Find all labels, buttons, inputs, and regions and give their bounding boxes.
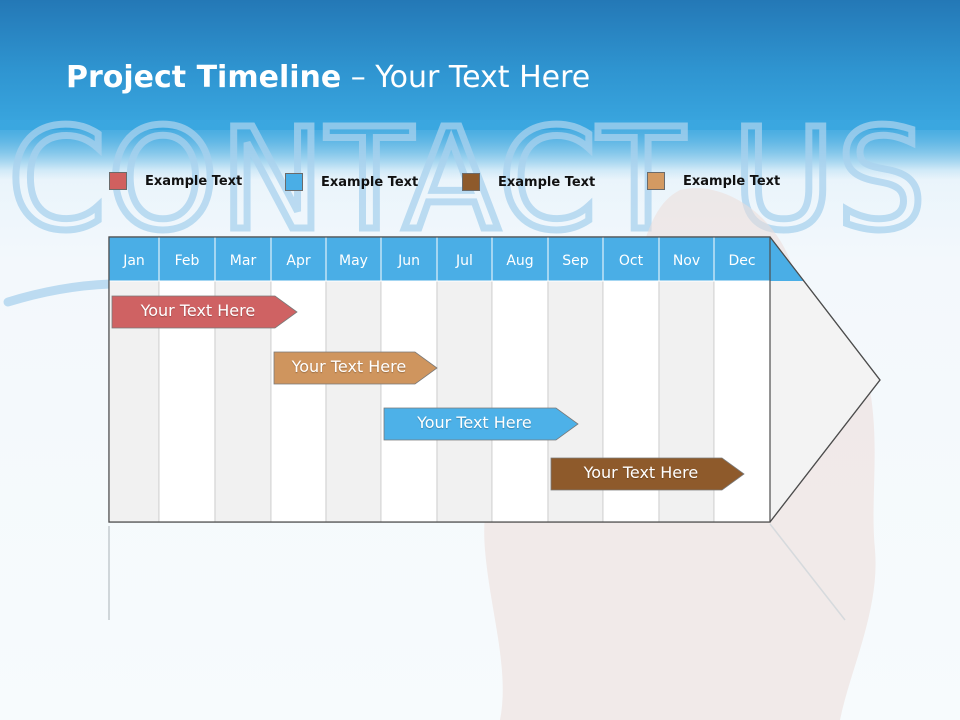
legend-label-2: Example Text [321, 174, 419, 190]
task-label-2: Your Text Here [291, 357, 407, 376]
legend-item-4: Example Text [647, 170, 780, 192]
task-bar-1 [111, 295, 298, 329]
month-header-cell-may [325, 236, 382, 282]
month-column-jul [436, 280, 493, 523]
month-label-apr: Apr [286, 253, 310, 269]
task-bar-4 [550, 457, 745, 491]
reflection-diagonal [769, 523, 846, 621]
legend-swatch-1 [109, 172, 127, 190]
month-label-oct: Oct [619, 253, 644, 269]
legend-swatch-3 [462, 173, 480, 191]
page-title: Project Timeline – Your Text Here [66, 60, 590, 95]
legend-label-4: Example Text [683, 173, 781, 189]
month-header-cell-apr [270, 236, 327, 282]
month-header-cell-dec [713, 236, 771, 282]
header-band [0, 0, 960, 130]
month-label-feb: Feb [175, 253, 200, 269]
task-label-4: Your Text Here [583, 463, 699, 482]
legend-label-3: Example Text [498, 174, 596, 190]
legend-item-1: Example Text [109, 170, 242, 192]
month-header-cell-sep [547, 236, 604, 282]
month-header-cell-nov [658, 236, 715, 282]
title-rest: – Your Text Here [341, 60, 591, 95]
month-label-mar: Mar [230, 253, 257, 269]
month-column-aug [491, 280, 549, 523]
legend-swatch-4 [647, 172, 665, 190]
legend-item-2: Example Text [285, 171, 418, 193]
month-label-jul: Jul [455, 253, 473, 269]
legend-item-3: Example Text [462, 171, 595, 193]
month-header-cell-jul [436, 236, 493, 282]
month-label-sep: Sep [562, 253, 589, 269]
month-header-cell-aug [491, 236, 549, 282]
task-bar-3 [383, 407, 579, 441]
month-label-jan: Jan [122, 253, 145, 269]
month-header-cell-jun [380, 236, 438, 282]
task-label-3: Your Text Here [417, 413, 532, 432]
legend-swatch-2 [285, 173, 303, 191]
month-label-may: May [339, 253, 368, 269]
task-bar-2 [273, 351, 438, 385]
month-label-nov: Nov [673, 253, 700, 269]
arrow-tip-outline [769, 236, 881, 523]
title-bold: Project Timeline [66, 60, 342, 95]
month-label-jun: Jun [397, 253, 420, 269]
watermark-underline [3, 279, 115, 307]
month-column-may [325, 280, 382, 523]
month-column-jun [380, 280, 438, 523]
header-fade [0, 120, 960, 180]
legend-label-1: Example Text [145, 173, 243, 189]
month-header-cell-oct [602, 236, 660, 282]
month-label-aug: Aug [506, 253, 533, 269]
month-label-dec: Dec [728, 253, 755, 269]
task-label-1: Your Text Here [140, 301, 256, 320]
chart-frame [108, 236, 771, 523]
